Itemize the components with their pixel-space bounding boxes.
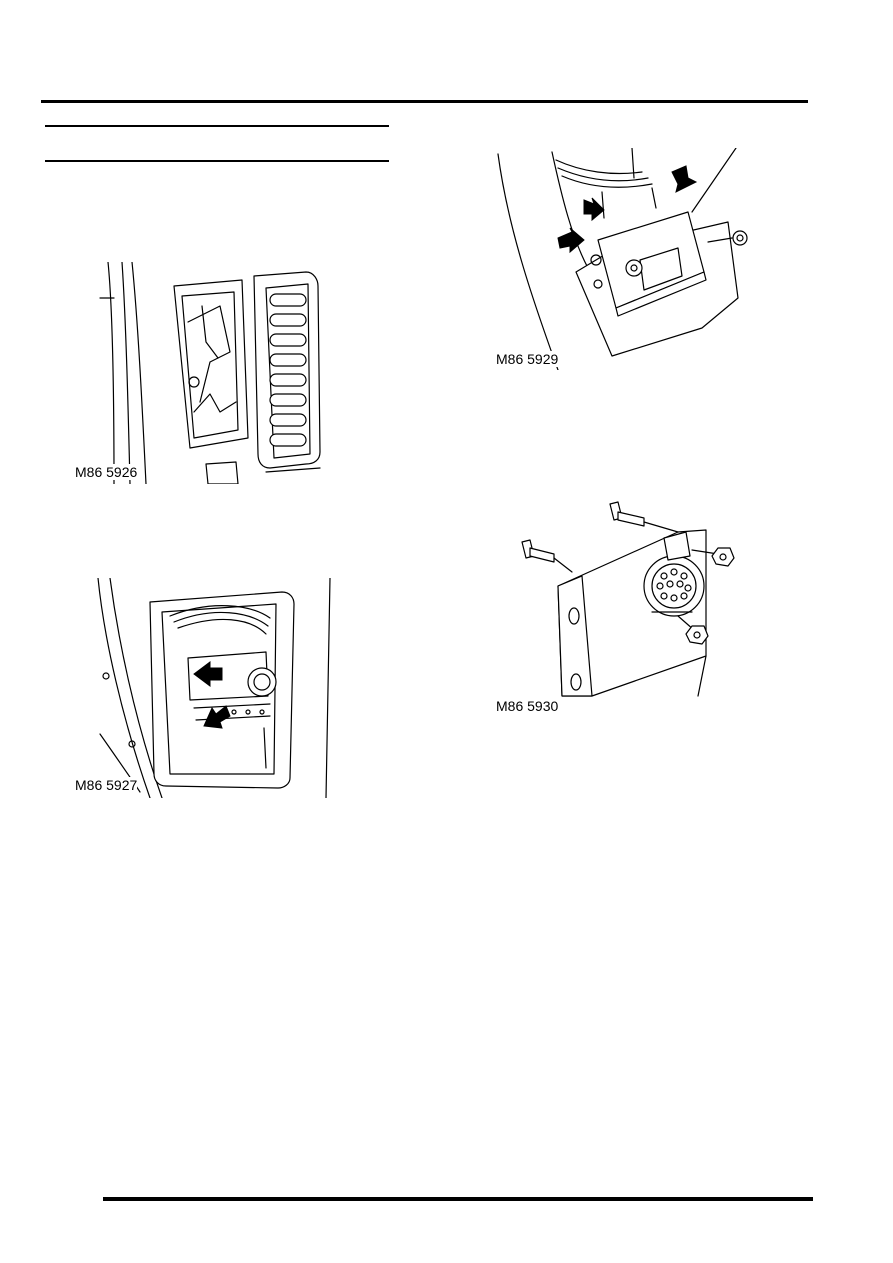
illustration-bracket-hardware (521, 501, 735, 697)
figure-caption: M86 5929 (496, 351, 559, 367)
header-rule (41, 100, 808, 103)
illustration-module-connectors (97, 578, 331, 798)
figure-m86-5926: M86 5926 (70, 262, 335, 484)
figure-caption: M86 5926 (75, 464, 138, 480)
figure-caption: M86 5930 (496, 698, 559, 714)
figure-m86-5930: M86 5930 (492, 496, 762, 718)
figure-m86-5927: M86 5927 (70, 578, 335, 798)
section-rule-bottom (45, 160, 389, 162)
figure-caption: M86 5927 (75, 777, 138, 793)
section-rule-top (45, 125, 389, 127)
footer-rule (103, 1197, 813, 1201)
illustration-grille-removed (99, 262, 321, 484)
illustration-module-bracket (497, 148, 748, 370)
figure-m86-5929: M86 5929 (492, 148, 762, 370)
